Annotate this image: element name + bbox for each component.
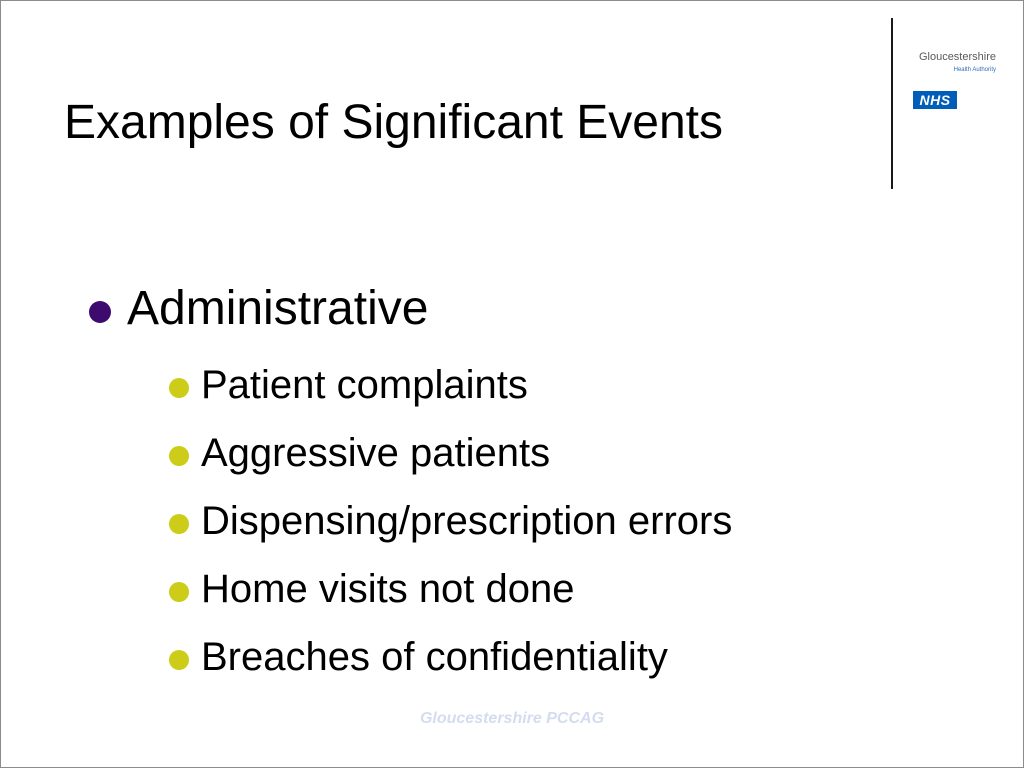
sub-bullet-text: Home visits not done (201, 567, 575, 611)
bullet-dot-icon (169, 650, 189, 670)
header-divider (891, 18, 893, 189)
bullet-dot-icon (169, 514, 189, 534)
logo-subtitle: Health Authority (953, 67, 996, 73)
sub-bullet-item: Aggressive patients (169, 419, 732, 487)
bullet-dot-icon (169, 378, 189, 398)
sub-bullet-list: Patient complaints Aggressive patients D… (169, 351, 732, 691)
sub-bullet-text: Breaches of confidentiality (201, 635, 668, 679)
sub-bullet-item: Breaches of confidentiality (169, 623, 732, 691)
nhs-logo-icon: NHS (913, 91, 957, 109)
sub-bullet-item: Dispensing/prescription errors (169, 487, 732, 555)
slide-footer: Gloucestershire PCCAG (419, 710, 605, 727)
slide-title: Examples of Significant Events (64, 96, 723, 149)
sub-bullet-item: Home visits not done (169, 555, 732, 623)
logo-name: Gloucestershire (918, 51, 996, 63)
main-bullet-text: Administrative (127, 282, 429, 335)
sub-bullet-text: Patient complaints (201, 363, 528, 407)
sub-bullet-text: Aggressive patients (201, 431, 551, 475)
organization-logo: Gloucestershire Health Authority NHS (901, 51, 1001, 113)
bullet-dot-icon (89, 301, 111, 323)
sub-bullet-item: Patient complaints (169, 351, 732, 419)
sub-bullet-text: Dispensing/prescription errors (201, 499, 733, 543)
main-bullet: Administrative (89, 279, 428, 339)
bullet-dot-icon (169, 582, 189, 602)
bullet-dot-icon (169, 446, 189, 466)
